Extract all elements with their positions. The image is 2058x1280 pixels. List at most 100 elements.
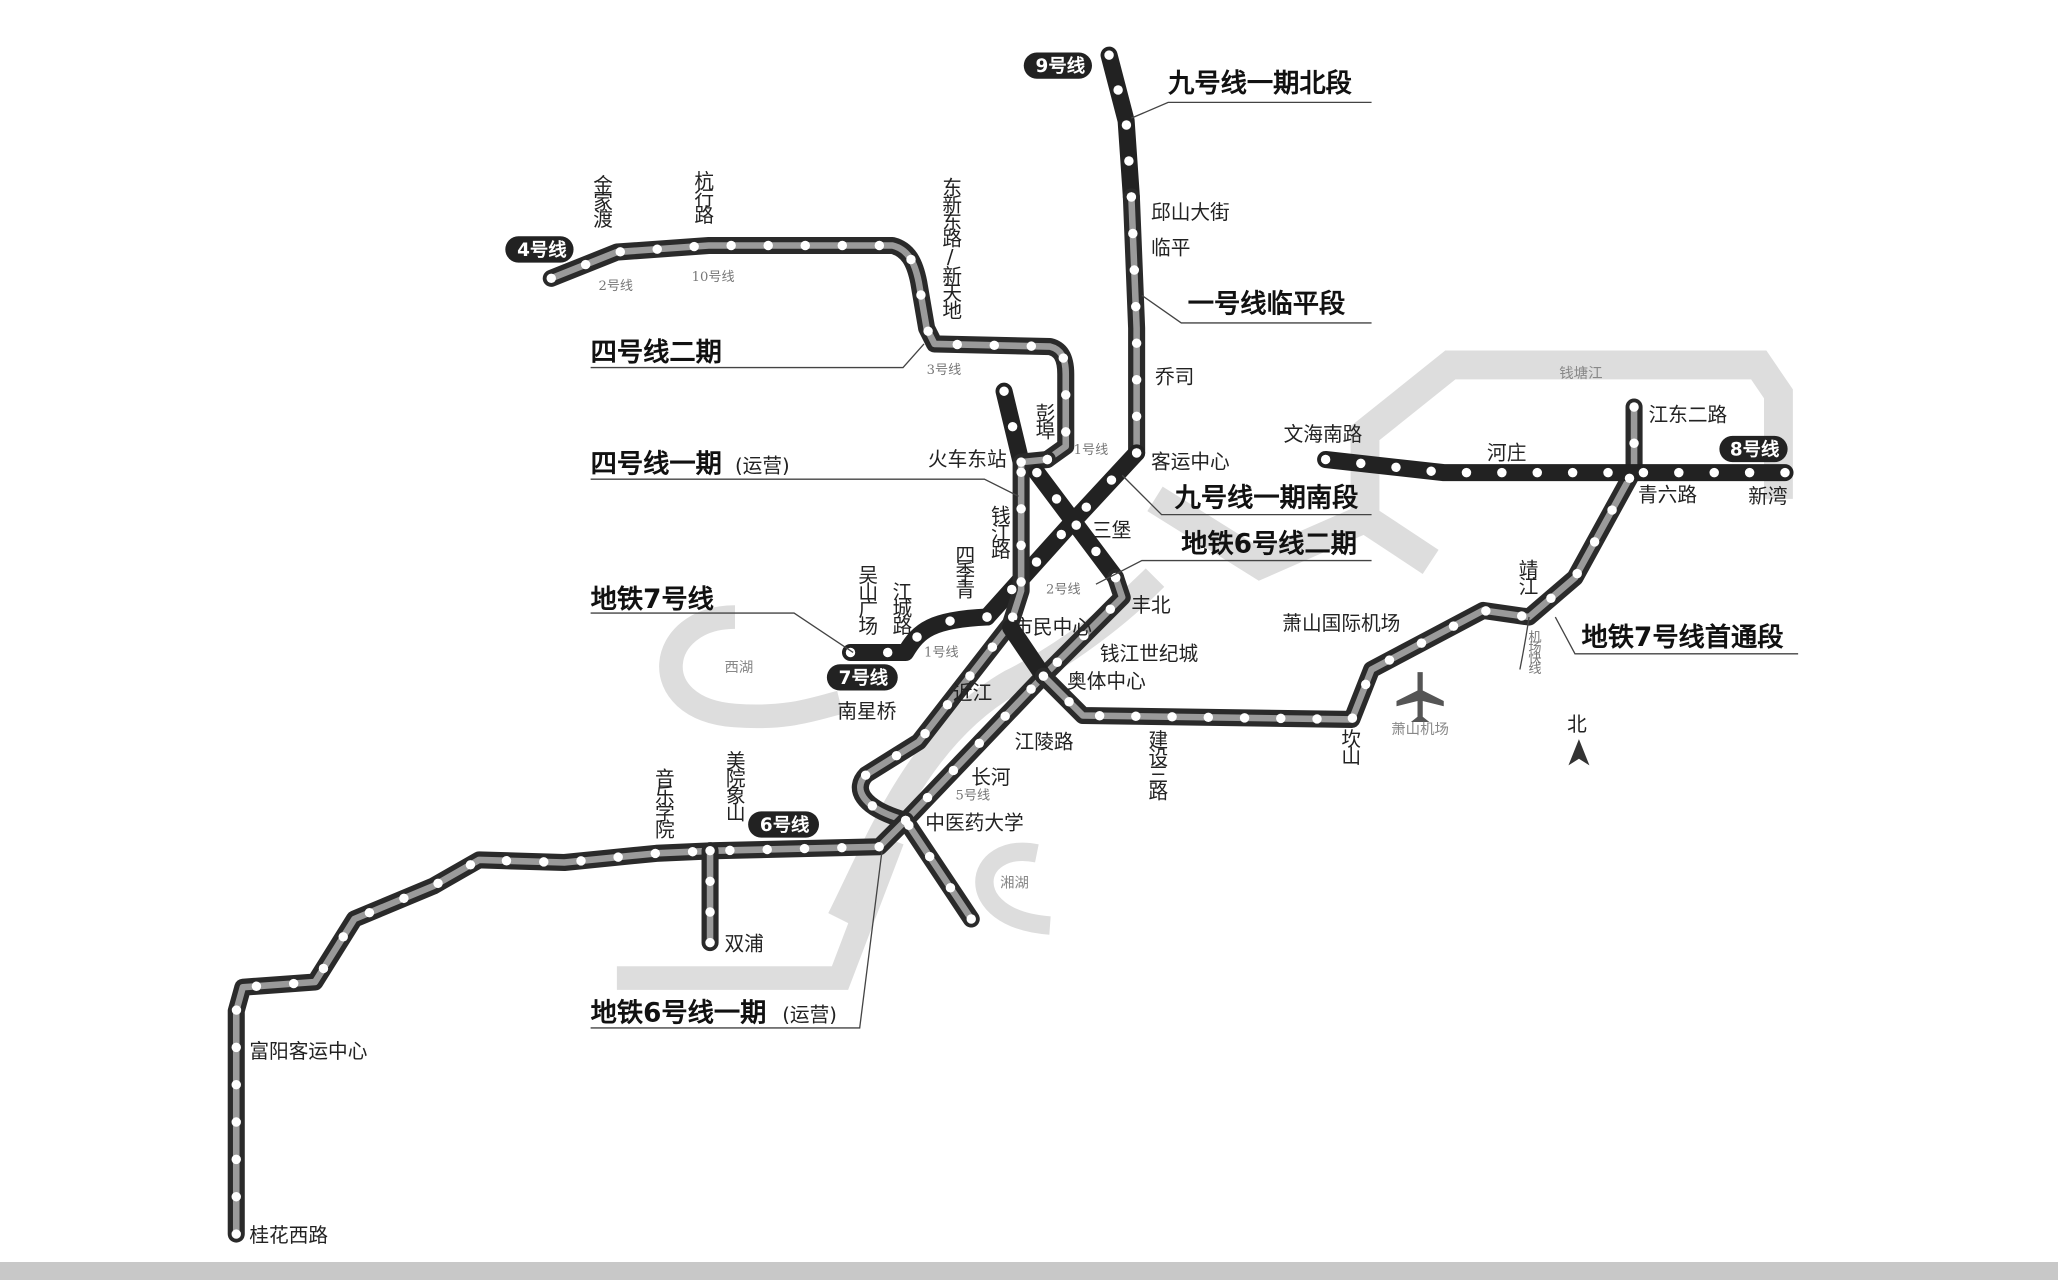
station-dot (1131, 448, 1142, 458)
station-dot (1203, 712, 1214, 723)
station-keyun[interactable]: 客运中心 (1151, 451, 1230, 474)
station-dot (1113, 85, 1123, 95)
station-dot (1532, 467, 1542, 478)
station-dot (867, 801, 878, 811)
station-sanbao[interactable]: 三堡 (1092, 519, 1131, 542)
station-dot (1007, 612, 1018, 622)
transfer-line5: 5号线 (956, 788, 991, 804)
transfer-line3: 3号线 (927, 362, 962, 378)
xiang-lake-label: 湘湖 (1000, 874, 1029, 891)
station-dot (231, 1079, 241, 1090)
station-changhe[interactable]: 长河 (971, 766, 1010, 789)
station-dot (952, 339, 962, 350)
svg-text:9号线: 9号线 (1036, 55, 1086, 77)
station-dot (945, 883, 956, 893)
station-dot (613, 852, 623, 862)
line-7[interactable] (841, 608, 996, 662)
station-dot (1448, 621, 1459, 631)
west-lake-swoosh (659, 605, 843, 729)
station-dot (1051, 494, 1062, 504)
station-dot (1167, 712, 1177, 722)
station-airport[interactable]: 萧山国际机场 (1282, 612, 1400, 635)
badge-line-7[interactable]: 7号线 (826, 664, 898, 691)
station-dot (580, 259, 591, 270)
station-dot (650, 848, 661, 859)
line-6-crossing[interactable] (1002, 618, 1052, 685)
airport-label: 萧山机场 (1391, 721, 1449, 738)
station-aoti[interactable]: 奥体中心 (1067, 670, 1146, 693)
station-jiangdong2[interactable]: 江东二路 (1649, 403, 1728, 426)
station-dot (399, 893, 409, 904)
station-dot (687, 846, 698, 857)
station-shuangpu[interactable]: 双浦 (725, 932, 764, 955)
station-dot (501, 856, 512, 866)
station-fengbei[interactable]: 丰北 (1131, 594, 1171, 617)
station-hezhuang[interactable]: 河庄 (1487, 441, 1526, 464)
station-dot (1124, 156, 1134, 166)
station-guihuaxi[interactable]: 桂花西路 (249, 1224, 328, 1247)
station-dot (1129, 265, 1140, 275)
station-jiangchenglu[interactable]: 江城路 (889, 582, 912, 635)
station-yinyue[interactable]: 音乐学院 (651, 768, 674, 838)
station-huochedong[interactable]: 火车东站 (928, 448, 1007, 471)
station-jingjiang[interactable]: 靖江 (1515, 559, 1538, 595)
station-qiaosi[interactable]: 乔司 (1155, 365, 1194, 388)
station-dot (251, 981, 262, 991)
badge-line-6[interactable]: 6号线 (748, 811, 819, 838)
station-linping[interactable]: 临平 (1151, 237, 1190, 260)
transfer-line10: 10号线 (692, 269, 735, 285)
station-wushan[interactable]: 吴山广场 (855, 565, 878, 635)
station-dot (1131, 338, 1142, 348)
station-dot (1497, 467, 1507, 478)
title-line6-phase1-note: (运营) (782, 1003, 837, 1026)
station-dot (705, 937, 715, 948)
station-dot (1131, 301, 1141, 312)
line-6-phase1-case[interactable] (227, 811, 915, 1243)
station-wenhainan[interactable]: 文海南路 (1284, 423, 1363, 446)
station-dot (689, 241, 699, 252)
station-dot (916, 290, 926, 300)
station-dot (1071, 520, 1081, 530)
station-dots (231, 50, 1790, 1239)
station-jianshe3[interactable]: 建设三路 (1145, 730, 1168, 800)
station-zhongyiyao[interactable]: 中医药大学 (925, 812, 1023, 835)
station-dot (891, 750, 902, 761)
station-sijiqing[interactable]: 四季青 (952, 545, 975, 599)
station-jianglinglu[interactable]: 江陵路 (1015, 730, 1074, 753)
station-pengbu[interactable]: 彭埠 (1032, 403, 1055, 439)
station-fuyang[interactable]: 富阳客运中心 (249, 1040, 367, 1063)
badge-line-9[interactable]: 9号线 (1023, 52, 1092, 79)
station-dot (1079, 630, 1089, 641)
station-dot (725, 845, 735, 856)
station-jinjiang[interactable]: 近江 (953, 682, 992, 705)
station-hanghanglu[interactable]: 杭行路 (691, 171, 714, 224)
title-line9-north: 九号线一期北段 (1167, 68, 1352, 99)
station-shijicheng[interactable]: 钱江世纪城 (1100, 642, 1199, 665)
station-dot (1032, 467, 1042, 478)
station-dot (1126, 192, 1137, 202)
badge-line-8[interactable]: 8号线 (1719, 435, 1788, 463)
station-dot (1312, 714, 1322, 724)
station-dot (900, 815, 911, 826)
station-dot (1007, 421, 1018, 432)
svg-text:6号线: 6号线 (760, 814, 810, 836)
station-dot (922, 792, 933, 803)
station-nanxingqiao[interactable]: 南星桥 (837, 700, 896, 723)
station-dot (1320, 454, 1331, 465)
station-qiushan[interactable]: 邱山大街 (1151, 201, 1230, 224)
station-xiangshan[interactable]: 美院象山 (722, 751, 745, 821)
badge-line-4[interactable]: 4号线 (505, 236, 574, 263)
station-qingliu[interactable]: 青六路 (1638, 483, 1697, 506)
station-xinwan[interactable]: 新湾 (1748, 485, 1787, 508)
river-band-southwest (616, 835, 904, 990)
station-shimin[interactable]: 市民中心 (1013, 616, 1092, 639)
station-qianjianglu[interactable]: 钱江路 (987, 505, 1010, 558)
title-line4-phase2: 四号线二期 (591, 338, 722, 368)
svg-text:8号线: 8号线 (1730, 439, 1780, 461)
station-dot (1007, 584, 1017, 595)
station-jinjiadu[interactable]: 金家渡 (590, 175, 613, 228)
station-kanshan[interactable]: 坎山 (1338, 729, 1361, 765)
station-dot (576, 856, 586, 866)
transfer-line1-a: 1号线 (1074, 442, 1109, 458)
station-dongxin[interactable]: 东新东路/新天地 (939, 177, 962, 319)
